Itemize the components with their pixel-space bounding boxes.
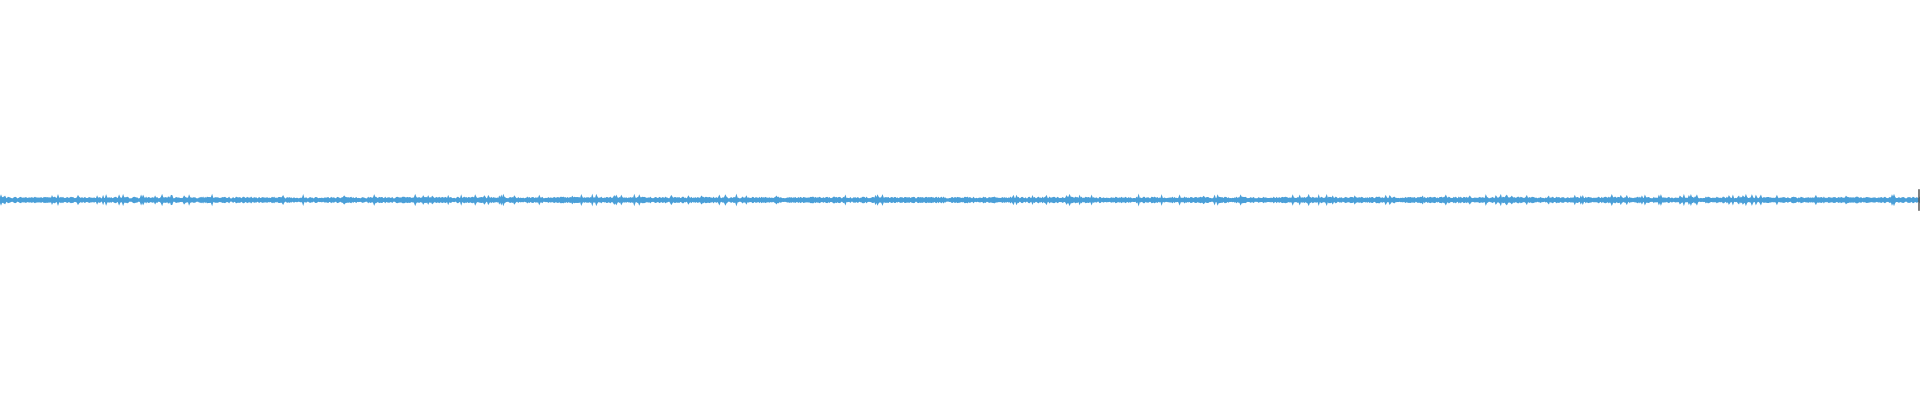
waveform-plot <box>0 189 1920 211</box>
waveform-chart <box>0 189 1920 211</box>
